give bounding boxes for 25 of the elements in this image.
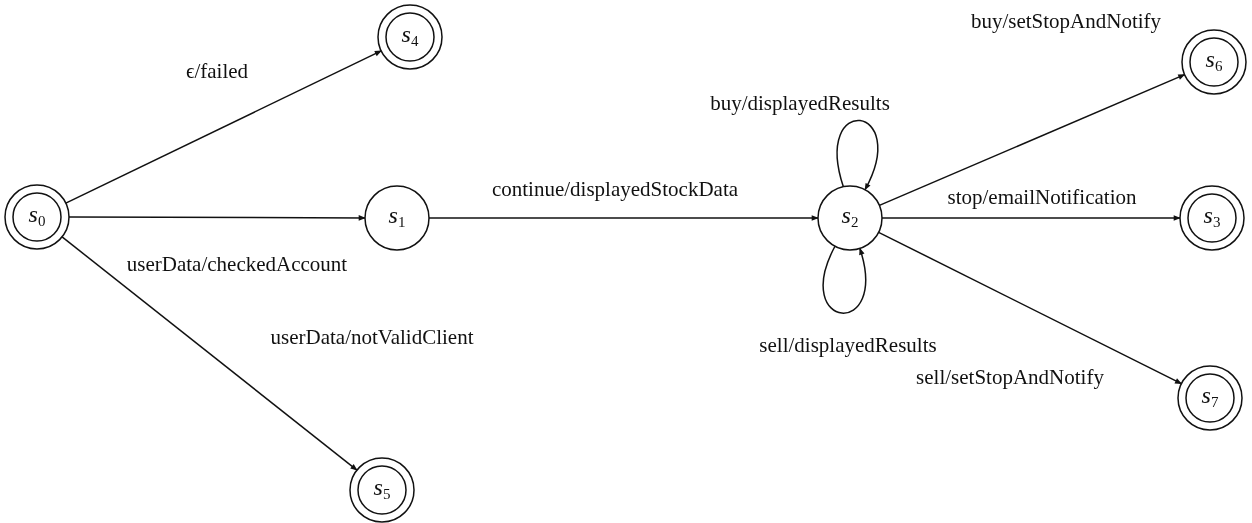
state-name: s$_{5}$ xyxy=(373,475,391,503)
self-loop-arrow xyxy=(836,119,879,191)
state-circle xyxy=(364,185,430,251)
accepting-state-circle xyxy=(1179,185,1245,251)
state-name: s$_{1}$ xyxy=(388,203,406,231)
state-name: s$_{7}$ xyxy=(1201,383,1219,411)
state-name: s$_{0}$ xyxy=(28,202,46,230)
arrow xyxy=(878,73,1186,207)
arrow xyxy=(877,231,1183,385)
accepting-state-circle xyxy=(349,457,415,523)
state-name: s$_{4}$ xyxy=(401,22,419,50)
transition-label: buy/setStopAndNotify xyxy=(968,10,1164,34)
self-loop-arrow xyxy=(822,245,867,314)
arrow xyxy=(65,50,382,204)
state-name: s$_{3}$ xyxy=(1203,203,1221,231)
accepting-state-circle xyxy=(1181,29,1247,95)
transition-label: sell/setStopAndNotify xyxy=(914,366,1106,390)
state-circle xyxy=(817,185,883,251)
accepting-state-circle xyxy=(1177,365,1243,431)
state-name: s$_{6}$ xyxy=(1205,47,1223,75)
arrow xyxy=(61,236,358,471)
transition-label: stop/emailNotification xyxy=(945,186,1139,210)
accepting-state-circle xyxy=(377,4,443,70)
state-name: s$_{2}$ xyxy=(841,203,859,231)
accepting-state-circle xyxy=(4,184,70,250)
